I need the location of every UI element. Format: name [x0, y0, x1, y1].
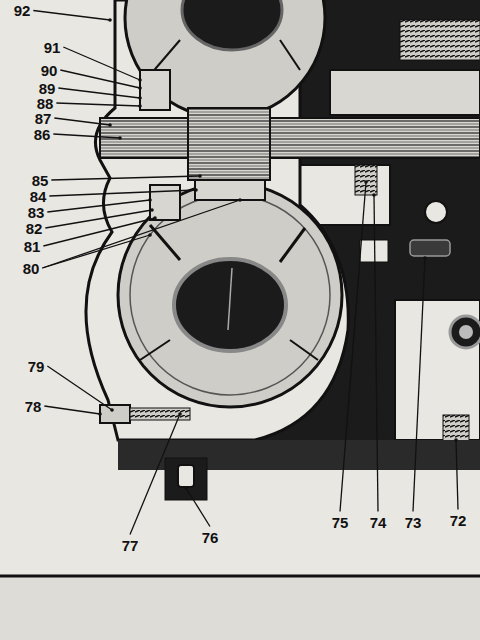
input-shaft: [100, 118, 480, 158]
leader-line: [58, 88, 140, 98]
callout-number: 72: [450, 513, 467, 528]
callout-number: 83: [28, 205, 45, 220]
leader-tip: [198, 174, 202, 178]
hub: [188, 108, 270, 180]
leader-tip: [148, 198, 152, 202]
callout-number: 80: [23, 261, 40, 276]
valve-body: [330, 70, 480, 115]
bolt: [130, 408, 190, 420]
leader-line: [51, 176, 200, 180]
passage: [410, 240, 450, 256]
leader-line: [47, 366, 112, 410]
leader-tip: [150, 208, 154, 212]
callout-number: 87: [35, 111, 52, 126]
leader-tip: [138, 104, 142, 108]
leader-tip: [153, 216, 157, 220]
turbine-hub: [182, 0, 282, 50]
callout-number: 85: [32, 173, 49, 188]
callout-number: 92: [14, 3, 31, 18]
leader-tip: [98, 412, 102, 416]
leader-tip: [238, 198, 242, 202]
stator-hub: [195, 180, 265, 200]
leader-line: [60, 70, 140, 88]
callout-number: 74: [370, 515, 387, 530]
callout-number: 86: [34, 127, 51, 142]
bearing: [459, 325, 473, 339]
page-rule: [0, 575, 480, 578]
leader-tip: [184, 486, 188, 490]
callout-number: 91: [44, 40, 61, 55]
leader-line: [374, 195, 378, 512]
callout-number: 79: [28, 359, 45, 374]
leader-line: [56, 103, 140, 106]
callout-number: 76: [202, 530, 219, 545]
impeller-hub: [174, 259, 286, 351]
leader-tip: [454, 438, 458, 442]
leader-line: [49, 190, 196, 196]
bearing: [450, 316, 480, 348]
spring: [400, 20, 480, 60]
clutch-plate: [140, 70, 170, 110]
leader-tip: [108, 18, 112, 22]
leader-tip: [372, 193, 376, 197]
leader-tip: [110, 408, 114, 412]
cavity: [300, 165, 390, 225]
leader-tip: [178, 412, 182, 416]
turbine-torus: [125, 0, 325, 112]
impeller-torus: [118, 183, 342, 407]
callout-number: 88: [37, 96, 54, 111]
leader-line: [43, 218, 155, 246]
leader-line: [42, 200, 240, 268]
leader-line: [186, 488, 210, 527]
leader-line: [47, 200, 150, 212]
leader-tip: [138, 78, 142, 82]
leader-line: [130, 414, 180, 535]
leader-tip: [148, 233, 152, 237]
callout-number: 89: [39, 81, 56, 96]
leader-line: [44, 406, 100, 414]
leader-tip: [138, 86, 142, 90]
callout-number: 84: [30, 189, 47, 204]
callout-number: 81: [24, 239, 41, 254]
spline: [355, 165, 377, 195]
leader-line: [53, 134, 120, 138]
drain-plug: [178, 465, 194, 487]
leader-tip: [423, 256, 427, 260]
callout-number: 90: [41, 63, 58, 78]
leader-tip: [194, 188, 198, 192]
callout-number: 75: [332, 515, 349, 530]
leader-line: [340, 182, 366, 512]
leader-tip: [364, 180, 368, 184]
leader-tip: [118, 136, 122, 140]
callout-number: 73: [405, 515, 422, 530]
drain-boss: [165, 458, 207, 500]
leader-line: [33, 11, 110, 21]
leader-line: [45, 210, 152, 228]
leader-line: [63, 47, 140, 80]
leader-tip: [138, 96, 142, 100]
callout-number: 77: [122, 538, 139, 553]
callout-number: 78: [25, 399, 42, 414]
leader-tip: [108, 123, 112, 127]
hole: [425, 201, 447, 223]
leader-line: [413, 258, 425, 512]
leader-line: [54, 118, 110, 125]
leader-line: [456, 440, 458, 510]
bolt-head: [100, 405, 130, 423]
callout-number: 82: [26, 221, 43, 236]
